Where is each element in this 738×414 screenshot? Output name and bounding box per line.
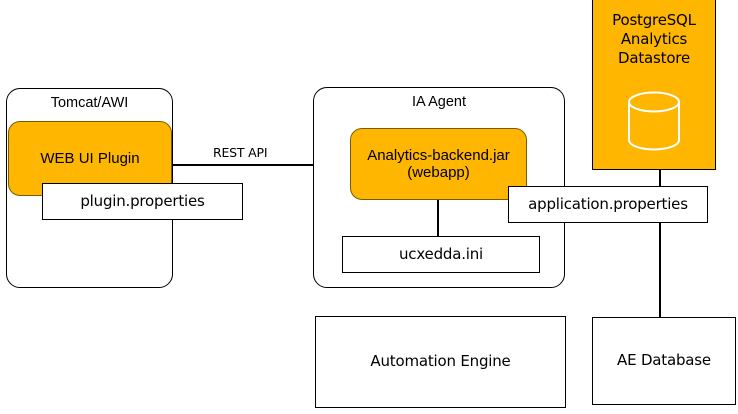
file-application-properties[interactable]: application.properties — [508, 186, 708, 223]
system-ae-database[interactable]: AE Database — [592, 317, 736, 405]
component-postgresql-analytics-datastore[interactable]: PostgreSQL Analytics Datastore — [592, 0, 716, 170]
component-postgresql-label-line1: PostgreSQL — [612, 11, 696, 29]
connector-rest-api-label: REST API — [213, 145, 268, 160]
file-application-properties-label: application.properties — [528, 194, 688, 213]
component-analytics-backend-jar-label-line2: (webapp) — [407, 164, 470, 181]
component-analytics-backend-jar[interactable]: Analytics-backend.jar (webapp) — [350, 128, 527, 200]
component-postgresql-label-line2: Analytics — [620, 30, 688, 49]
file-ucxedda-ini[interactable]: ucxedda.ini — [342, 236, 540, 273]
component-analytics-backend-jar-label-line1: Analytics-backend.jar — [367, 146, 510, 164]
container-ia-agent-title: IA Agent — [411, 94, 467, 110]
connector-rest-api — [172, 164, 314, 166]
connector-backend-to-ucxedda-ini — [437, 199, 439, 237]
system-ae-database-label: AE Database — [617, 351, 711, 370]
database-cylinder-icon — [628, 91, 680, 151]
file-plugin-properties-label: plugin.properties — [80, 191, 205, 210]
component-postgresql-label-line3: Datastore — [618, 49, 690, 68]
system-automation-engine-label: Automation Engine — [370, 352, 511, 371]
file-plugin-properties[interactable]: plugin.properties — [42, 183, 243, 220]
system-automation-engine[interactable]: Automation Engine — [315, 316, 566, 408]
connector-postgresql-to-ae-database — [659, 169, 661, 317]
component-postgresql-title-block: PostgreSQL Analytics Datastore — [593, 11, 715, 69]
container-tomcat-awi-title: Tomcat/AWI — [50, 95, 129, 111]
component-web-ui-plugin-label: WEB UI Plugin — [40, 149, 140, 167]
file-ucxedda-ini-label: ucxedda.ini — [398, 244, 484, 263]
